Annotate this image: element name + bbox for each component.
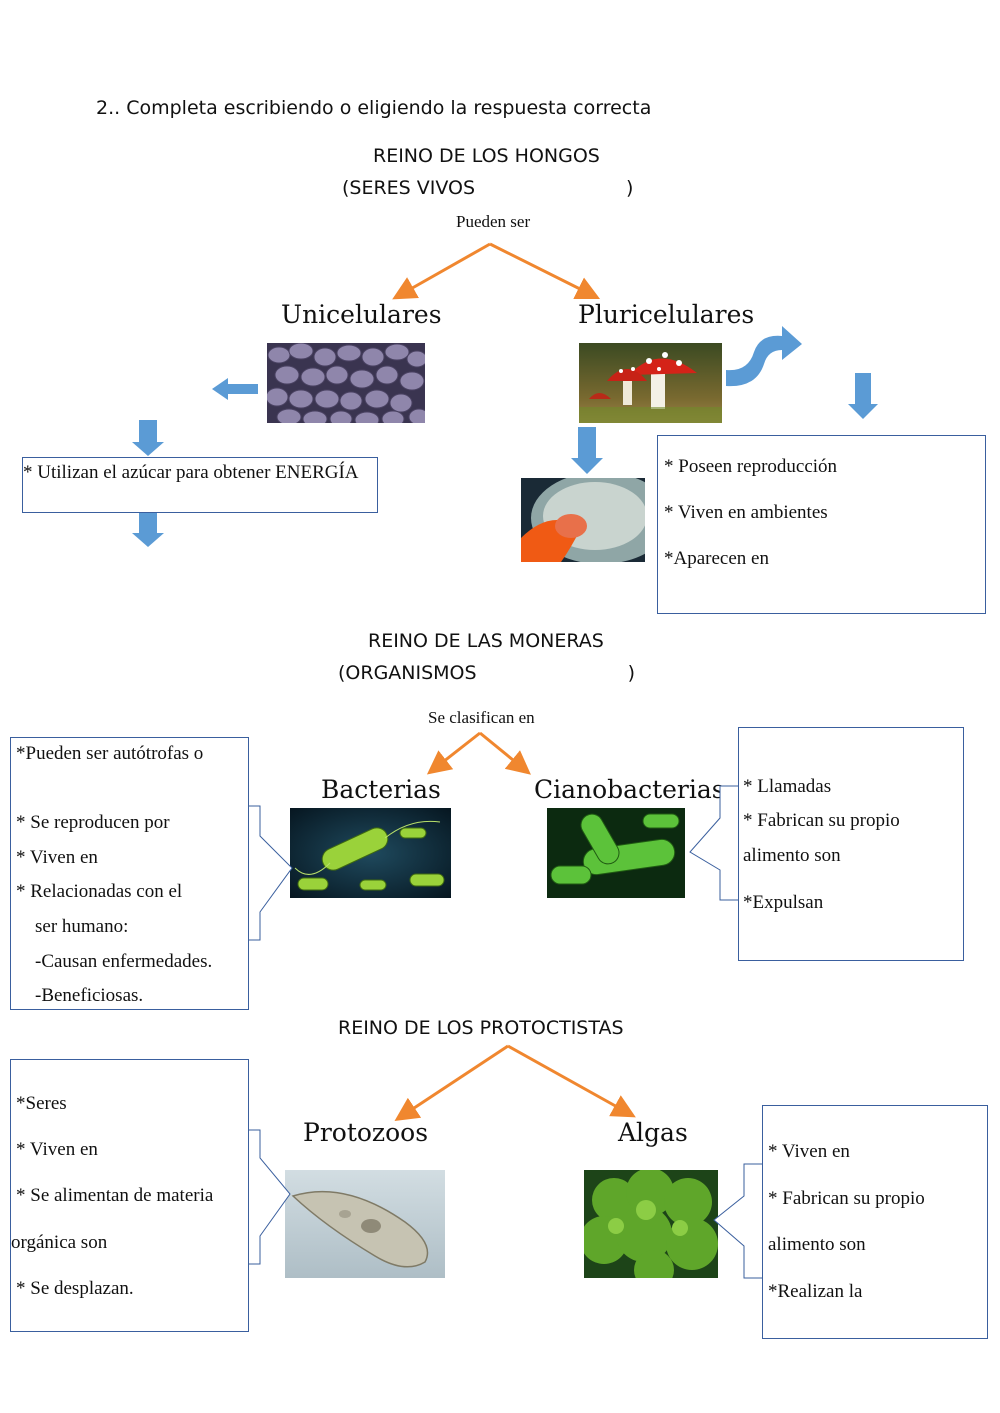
- mold-image: [521, 478, 645, 562]
- yeast-image: [267, 343, 425, 423]
- hongos-subtitle: (SERES VIVOS ): [342, 177, 634, 199]
- pluricelulares-line-3: *Aparecen en: [664, 548, 769, 569]
- protozoo-image: [285, 1170, 445, 1278]
- algas-line-3: alimento son: [768, 1234, 866, 1255]
- protozoos-line-3: * Se alimentan de materia: [16, 1185, 214, 1206]
- bacterias-line-4: * Relacionadas con el: [16, 881, 183, 902]
- instruction-text: 2.. Completa escribiendo o eligiendo la …: [96, 97, 652, 119]
- algas-line-2: * Fabrican su propio: [768, 1188, 925, 1209]
- bacterias-line-1: *Pueden ser autótrofas o: [16, 743, 204, 764]
- cianobacterias-line-3: alimento son: [743, 845, 841, 866]
- bacteria-image: [290, 808, 451, 898]
- protozoos-line-5: * Se desplazan.: [16, 1278, 134, 1299]
- moneras-connector: Se clasifican en: [428, 708, 535, 727]
- cianobacterias-line-2: * Fabrican su propio: [743, 810, 900, 831]
- protozoos-line-4: orgánica son: [11, 1232, 108, 1253]
- algas-line-4: *Realizan la: [768, 1281, 863, 1302]
- bacterias-line-6: -Causan enfermedades.: [35, 951, 213, 972]
- bacterias-line-5: ser humano:: [35, 916, 129, 937]
- unicelulares-label: Unicelulares: [281, 300, 442, 329]
- alga-image: [584, 1170, 718, 1278]
- bacterias-line-3: * Viven en: [16, 847, 98, 868]
- pluricelulares-line-1: * Poseen reproducción: [664, 456, 838, 477]
- protozoos-label: Protozoos: [303, 1118, 429, 1147]
- mushroom-image: [579, 343, 722, 423]
- moneras-title: REINO DE LAS MONERAS: [368, 630, 604, 652]
- bacterias-label: Bacterias: [321, 775, 441, 804]
- protoctistas-title: REINO DE LOS PROTOCTISTAS: [338, 1017, 624, 1039]
- pluricelulares-label: Pluricelulares: [578, 300, 755, 329]
- cianobacterias-label: Cianobacterias: [534, 775, 725, 804]
- pluricelulares-box: * Poseen reproducción * Viven en ambient…: [657, 435, 986, 614]
- cianobacterias-box: * Llamadas * Fabrican su propio alimento…: [738, 727, 964, 961]
- protozoos-line-2: * Viven en: [16, 1139, 98, 1160]
- bacterias-line-7: -Beneficiosas.: [35, 985, 144, 1006]
- algas-box: * Viven en * Fabrican su propio alimento…: [762, 1105, 988, 1339]
- bacterias-line-2: * Se reproducen por: [16, 812, 170, 833]
- cianobacterias-line-1: * Llamadas: [743, 776, 832, 797]
- moneras-subtitle: (ORGANISMOS ): [338, 662, 635, 684]
- cianobacterias-line-4: *Expulsan: [743, 892, 824, 913]
- protozoos-box: *Seres * Viven en * Se alimentan de mate…: [10, 1059, 249, 1332]
- algas-label: Algas: [618, 1118, 688, 1147]
- pluricelulares-line-2: * Viven en ambientes: [664, 502, 828, 523]
- cianobacteria-image: [547, 808, 685, 898]
- unicelulares-box: * Utilizan el azúcar para obtener ENERGÍ…: [22, 457, 378, 513]
- algas-line-1: * Viven en: [768, 1141, 850, 1162]
- bacterias-box: *Pueden ser autótrofas o * Se reproducen…: [10, 737, 249, 1010]
- unicelulares-line-1: * Utilizan el azúcar para obtener ENERGÍ…: [23, 462, 359, 483]
- hongos-connector: Pueden ser: [456, 212, 531, 231]
- protozoos-line-1: *Seres: [16, 1093, 67, 1114]
- hongos-title: REINO DE LOS HONGOS: [373, 145, 600, 167]
